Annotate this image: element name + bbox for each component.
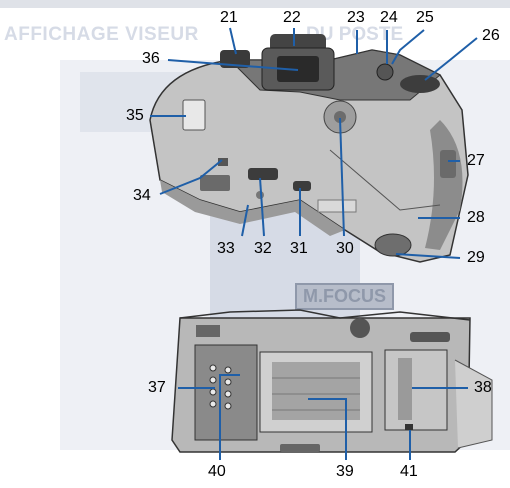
- callout-27: 27: [467, 152, 485, 169]
- callout-21: 21: [220, 9, 238, 26]
- callout-41: 41: [400, 463, 418, 480]
- callout-23: 23: [347, 9, 365, 26]
- background-heading-left: AFFICHAGE VISEUR: [4, 24, 199, 45]
- callout-36: 36: [142, 50, 160, 67]
- background-heading-right: DU POSTE: [306, 24, 404, 45]
- callout-33: 33: [217, 240, 235, 257]
- background-display-label: M.FOCUS: [295, 283, 394, 310]
- callout-32: 32: [254, 240, 272, 257]
- callout-38: 38: [474, 379, 492, 396]
- callout-22: 22: [283, 9, 301, 26]
- callout-25: 25: [416, 9, 434, 26]
- callout-29: 29: [467, 249, 485, 266]
- callout-40: 40: [208, 463, 226, 480]
- callout-28: 28: [467, 209, 485, 226]
- callout-30: 30: [336, 240, 354, 257]
- callout-24: 24: [380, 9, 398, 26]
- callout-31: 31: [290, 240, 308, 257]
- callout-26: 26: [482, 27, 500, 44]
- callout-35: 35: [126, 107, 144, 124]
- callout-39: 39: [336, 463, 354, 480]
- callout-37: 37: [148, 379, 166, 396]
- callout-34: 34: [133, 187, 151, 204]
